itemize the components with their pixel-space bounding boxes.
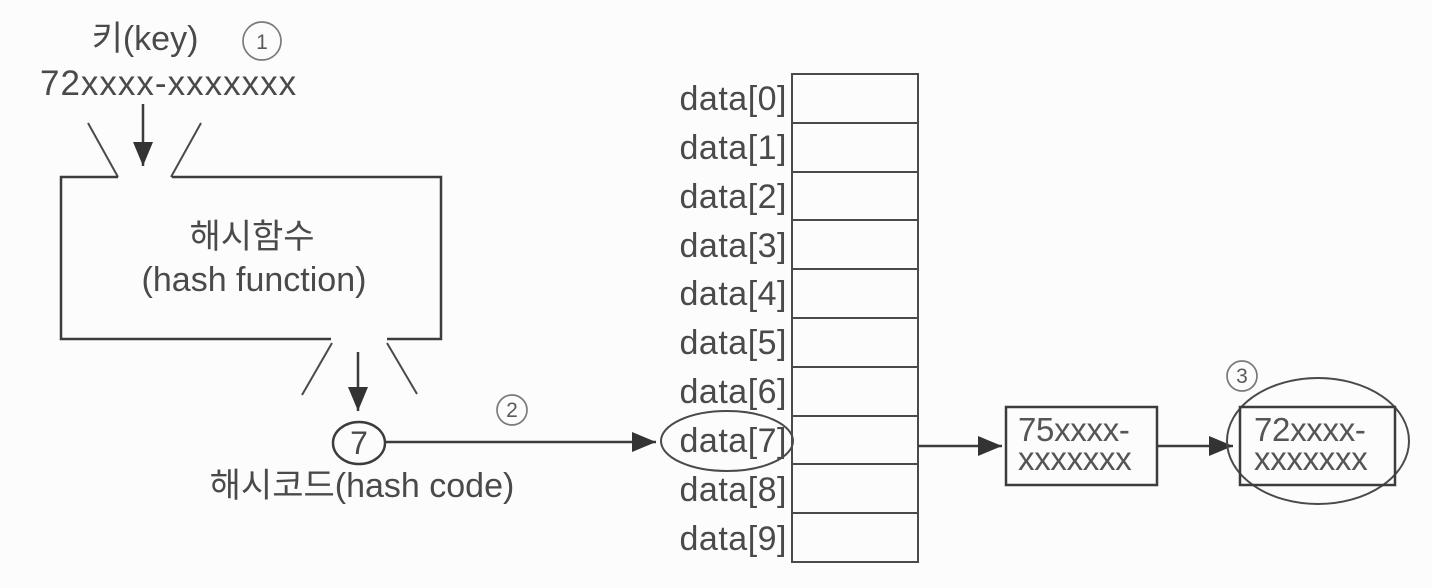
step-2-badge-circle [496, 394, 528, 426]
found-node-line2: xxxxxxx [1254, 440, 1368, 477]
table-row-label-4: data[4] [680, 275, 787, 313]
table-row-label-9: data[9] [680, 520, 787, 558]
found-node-box [1238, 405, 1397, 487]
table-row-label-2: data[2] [680, 178, 787, 216]
first-node-line2: xxxxxxx [1018, 440, 1132, 477]
found-node-line1: 72xxxx- [1254, 411, 1366, 448]
funnel-top-left-line [87, 122, 119, 178]
table-row-label-6: data[6] [680, 373, 787, 411]
hash-code-value: 7 [350, 425, 368, 461]
key-label: 키(key) [92, 20, 199, 58]
table-row-label-8: data[8] [680, 471, 787, 509]
hash-function-box [59, 175, 443, 341]
table-row-label-7: data[7] [680, 422, 787, 460]
step-3-badge-circle [1226, 360, 1258, 392]
funnel-bottom-left-line [301, 342, 333, 396]
funnel-top-right-line [170, 122, 202, 178]
table-row-label-5: data[5] [680, 324, 787, 362]
found-node-highlight-ellipse [1226, 377, 1410, 505]
step-1-number: 1 [256, 31, 268, 54]
table-row-label-0: data[0] [680, 80, 787, 118]
hash-table: data[0] data[1] data[2] data[3] data[4] … [660, 73, 919, 563]
step-3-number: 3 [1236, 365, 1248, 388]
hash-code-label: 해시코드(hash code) [210, 467, 515, 505]
table-row-label-1: data[1] [680, 129, 787, 167]
step-2-number: 2 [506, 399, 518, 422]
table-row-label-3: data[3] [680, 227, 787, 265]
hash-function-label-ko: 해시함수 [189, 218, 314, 256]
funnel-bottom-right-line [386, 342, 418, 395]
first-node-line1: 75xxxx- [1018, 411, 1130, 448]
selected-row-highlight-ellipse [660, 410, 794, 472]
step-1-badge-circle [242, 21, 282, 61]
key-value: 72xxxx-xxxxxxx [40, 64, 297, 103]
hash-function-label-en: (hash function) [142, 261, 367, 299]
